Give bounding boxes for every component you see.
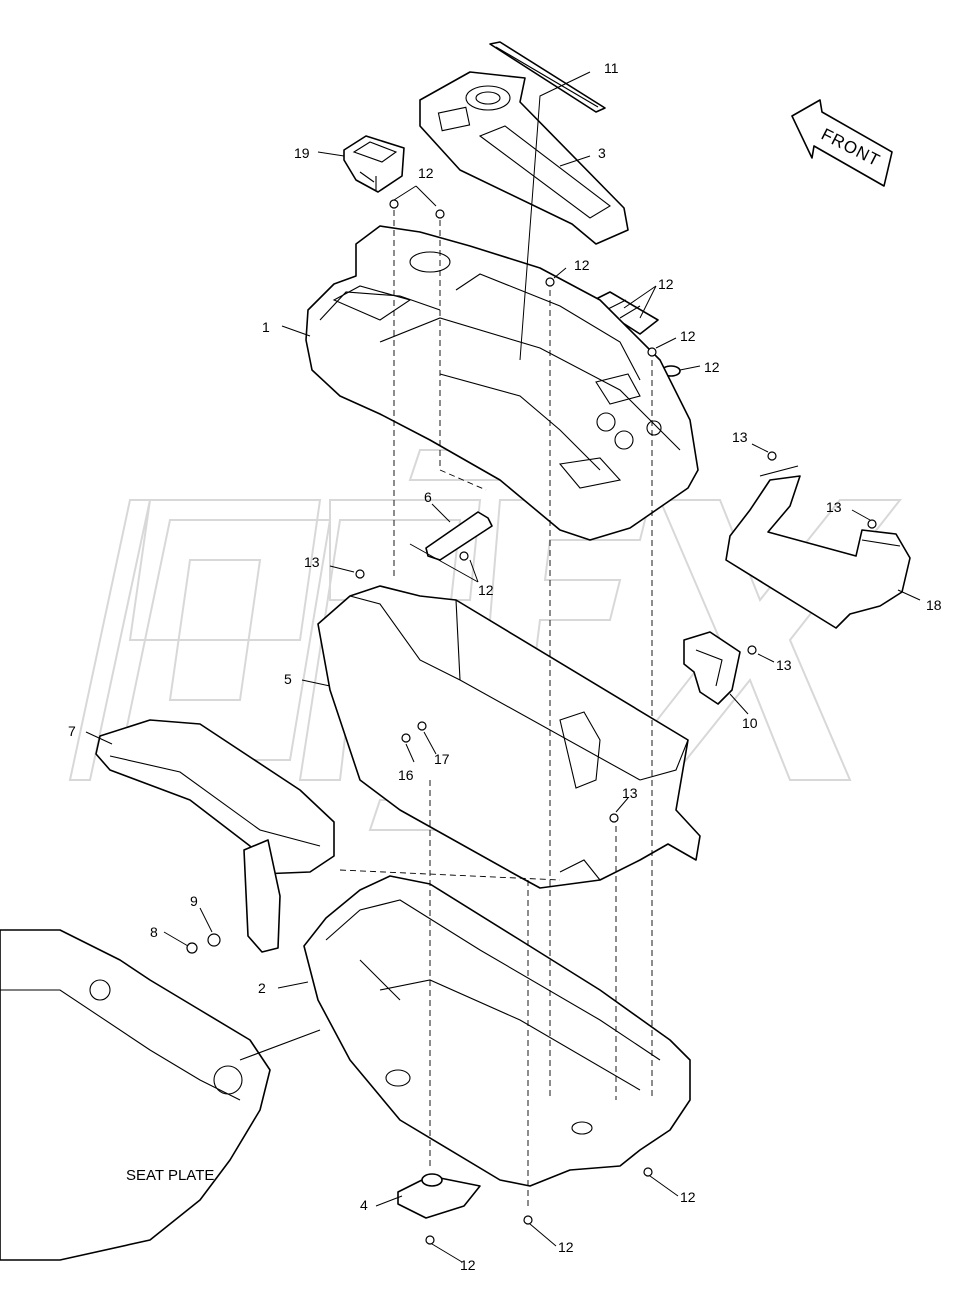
callout-16: 18 [926,597,942,613]
callout-12-bottom-right: 12 [680,1189,696,1205]
part-16-bracket [725,465,911,629]
callout-11: 11 [604,60,619,76]
callout-12-top-left: 12 [418,165,434,181]
callout-12-mid: 12 [478,582,494,598]
seat-plate [0,929,321,1261]
callout-18: 17 [434,751,450,767]
callout-3: 3 [598,145,606,161]
part-4-boot [397,1173,481,1219]
callout-9: 9 [190,893,198,909]
part-7-armrest [95,719,335,953]
callout-12-bottom-mid: 12 [558,1239,574,1255]
callout-5: 5 [284,671,292,687]
part-10-clip [683,631,741,705]
callout-1: 1 [262,319,270,335]
callout-17: 16 [398,767,414,783]
fasteners [186,199,877,1245]
leader-lines [85,71,921,1263]
part-3-top-cover [419,71,629,245]
assembly-lines [339,210,653,1210]
callout-13-center: 13 [622,785,638,801]
seat-plate-label: SEAT PLATE [126,1167,214,1184]
front-arrow-icon: FRONT [791,99,893,187]
callout-12-bottom-left: 12 [460,1257,476,1273]
callout-10: 10 [742,715,758,731]
callout-7: 7 [68,723,76,739]
callouts: 11 3 19 12 12 12 12 12 1 13 13 18 6 12 1… [68,60,942,1273]
callout-15: 12 [704,359,720,375]
part-11-strip [489,41,606,113]
part-1-console [305,225,699,541]
callout-13-clip: 13 [776,657,792,673]
part-6-bracket [425,511,493,561]
callout-4: 4 [360,1197,368,1213]
callout-13-right-bracket: 13 [826,499,842,515]
callout-8: 8 [150,924,158,940]
callout-6: 6 [424,489,432,505]
callout-13-right-upper: 13 [732,429,748,445]
part-2-lower-cover [303,875,691,1187]
part-5-frame [317,585,701,889]
callout-12-top-right: 12 [680,328,696,344]
callout-2: 2 [258,980,266,996]
part-19-switch [343,135,405,193]
callout-12-top-mid: 12 [574,257,590,273]
callout-13-left: 13 [304,554,320,570]
callout-14: 12 [658,276,674,292]
callout-19: 19 [294,145,310,161]
